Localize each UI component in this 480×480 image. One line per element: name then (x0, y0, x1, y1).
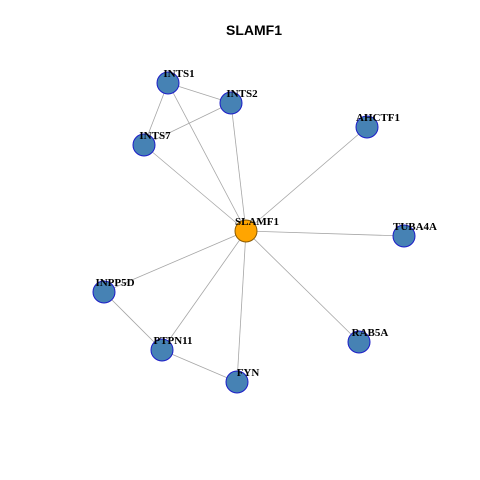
node-circle-ints1[interactable] (156, 71, 180, 95)
edge-ptpn11-slamf1 (161, 230, 247, 351)
node-ptpn11[interactable]: PTPN11 (150, 335, 193, 362)
edge-inpp5d-ptpn11 (103, 291, 163, 351)
node-circle-ints7[interactable] (132, 133, 156, 157)
node-circle-rab5a[interactable] (347, 330, 371, 354)
edge-layer (103, 82, 405, 383)
node-circle-ptpn11[interactable] (150, 338, 174, 362)
node-fyn[interactable]: FYN (225, 367, 260, 394)
node-label-tuba4a: TUBA4A (393, 221, 437, 233)
edge-ahctf1-slamf1 (245, 126, 368, 232)
node-inpp5d[interactable]: INPP5D (92, 277, 135, 304)
node-tuba4a[interactable]: TUBA4A (392, 221, 437, 248)
node-label-rab5a: RAB5A (352, 327, 389, 339)
node-label-slamf1: SLAMF1 (235, 216, 279, 228)
edge-ints7-slamf1 (143, 144, 247, 232)
edge-rab5a-slamf1 (245, 230, 360, 343)
node-label-ints2: INTS2 (226, 88, 258, 100)
node-label-ptpn11: PTPN11 (153, 335, 192, 347)
edge-ints2-ints7 (143, 102, 232, 146)
node-ahctf1[interactable]: AHCTF1 (355, 112, 400, 139)
node-ints7[interactable]: INTS7 (132, 130, 171, 157)
edge-fyn-slamf1 (236, 230, 247, 383)
node-label-ints7: INTS7 (139, 130, 171, 142)
edge-inpp5d-slamf1 (103, 230, 247, 293)
diagram-title: SLAMF1 (226, 22, 282, 38)
node-circle-fyn[interactable] (225, 370, 249, 394)
node-rab5a[interactable]: RAB5A (347, 327, 389, 354)
node-label-ints1: INTS1 (163, 68, 194, 80)
node-label-ahctf1: AHCTF1 (356, 112, 400, 124)
edge-ptpn11-fyn (161, 349, 238, 383)
node-label-fyn: FYN (237, 367, 260, 379)
node-label-inpp5d: INPP5D (95, 277, 134, 289)
edge-ints1-slamf1 (167, 82, 247, 232)
node-circle-slamf1[interactable] (234, 219, 258, 243)
node-ints2[interactable]: INTS2 (219, 88, 258, 115)
node-ints1[interactable]: INTS1 (156, 68, 195, 95)
node-circle-tuba4a[interactable] (392, 224, 416, 248)
edge-tuba4a-slamf1 (245, 230, 405, 237)
node-circle-ints2[interactable] (219, 91, 243, 115)
node-circle-ahctf1[interactable] (355, 115, 379, 139)
edge-ints2-slamf1 (230, 102, 247, 232)
node-slamf1[interactable]: SLAMF1 (234, 216, 279, 243)
node-circle-inpp5d[interactable] (92, 280, 116, 304)
